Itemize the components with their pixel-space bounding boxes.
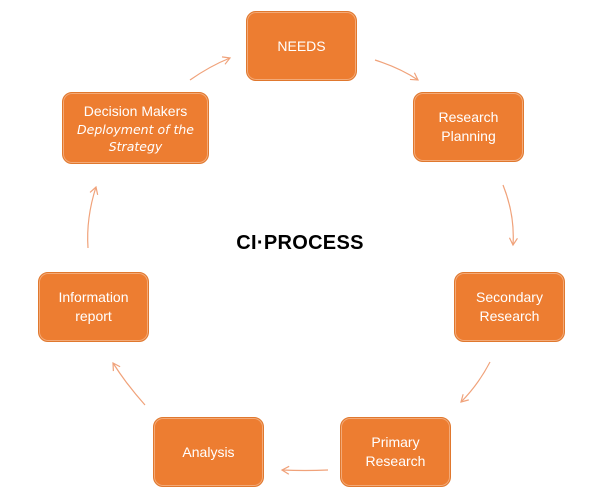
node-decision-makers: Decision Makers Deployment of the Strate… (62, 92, 209, 164)
node-primary-research-line2: Research (365, 453, 426, 469)
arrow-analysis-to-information-report (112, 361, 146, 406)
node-decision-makers-line2: Deployment of the (77, 121, 194, 137)
node-analysis-label: Analysis (182, 443, 235, 460)
node-information-report: Information report (38, 272, 149, 342)
arrow-information-report-to-decision-makers (87, 185, 99, 249)
node-decision-makers-line3: Strategy (108, 138, 163, 154)
node-decision-makers-line1: Decision Makers (83, 102, 188, 119)
diagram-title: CI·PROCESS (236, 232, 364, 254)
node-analysis: Analysis (153, 417, 264, 487)
arrow-primary-research-to-analysis (280, 465, 329, 475)
arrow-research-planning-to-secondary-research (502, 184, 518, 247)
node-information-report-line2: report (75, 308, 112, 324)
node-secondary-research-line1: Secondary (476, 289, 543, 305)
node-information-report-line1: Information (58, 289, 129, 305)
node-needs: NEEDS (246, 11, 357, 81)
node-needs-label: NEEDS (277, 37, 326, 54)
arrow-needs-to-research-planning (374, 59, 420, 81)
arrow-secondary-research-to-primary-research (460, 361, 491, 403)
node-primary-research: Primary Research (340, 417, 451, 487)
node-primary-research-line1: Primary (371, 434, 420, 450)
node-secondary-research: Secondary Research (454, 272, 565, 342)
node-research-planning-line1: Research (438, 109, 499, 125)
node-research-planning: Research Planning (413, 92, 524, 162)
arrow-decision-makers-to-needs (189, 56, 232, 81)
node-secondary-research-line2: Research (479, 308, 540, 324)
node-research-planning-line2: Planning (441, 128, 496, 144)
